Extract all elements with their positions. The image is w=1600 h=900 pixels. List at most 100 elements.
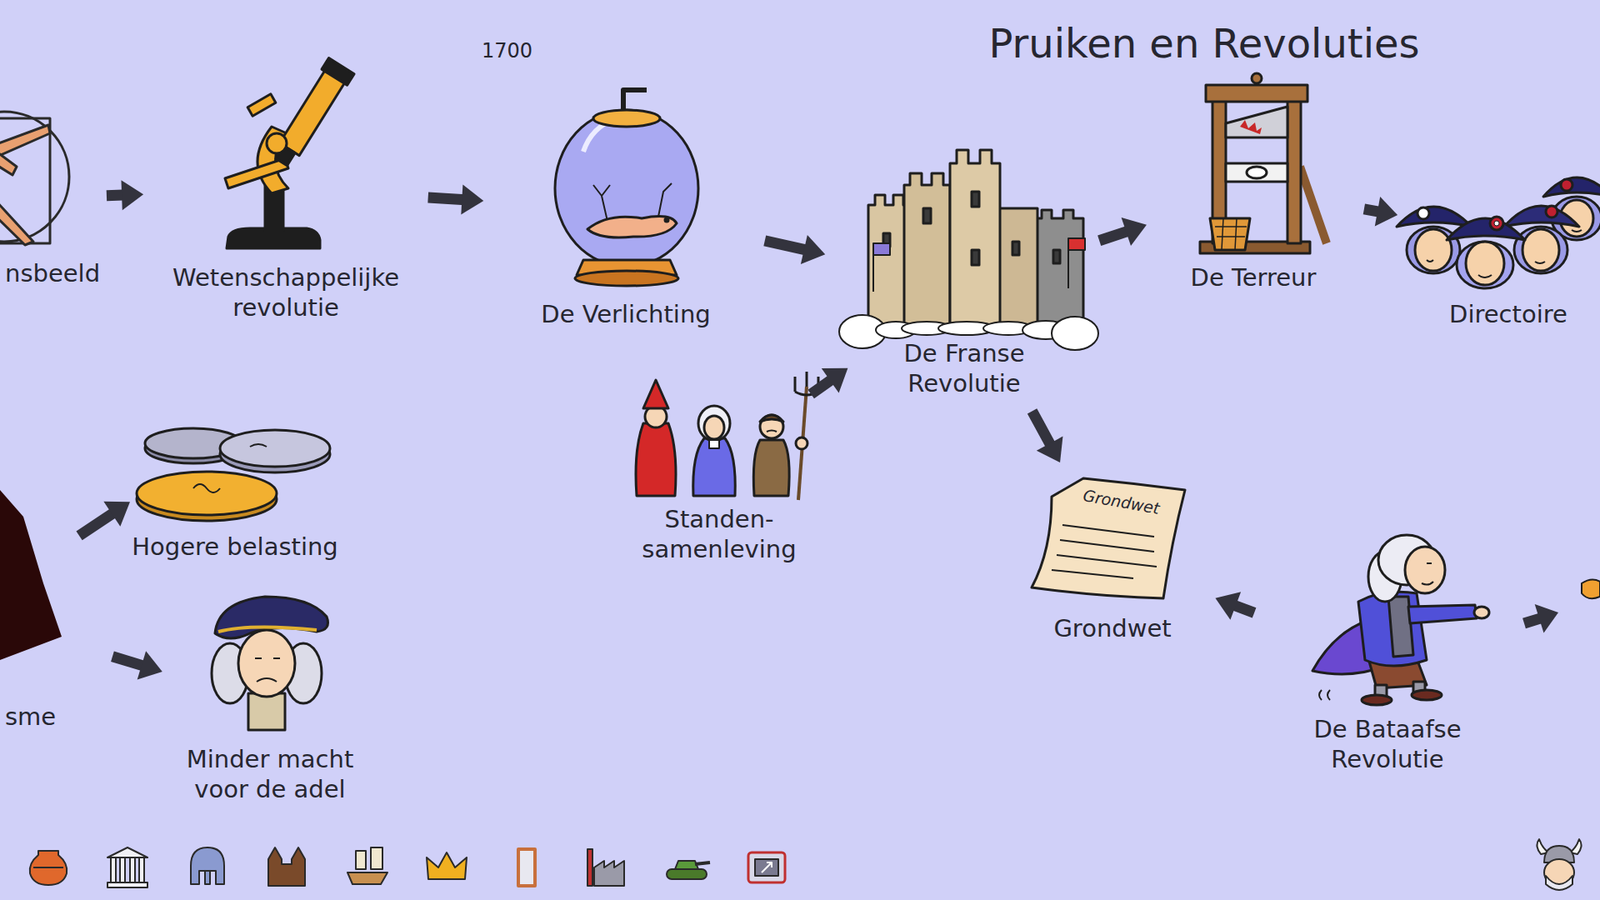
bastille-icon-part-part — [1051, 316, 1099, 350]
absolutism-shape-part — [0, 490, 62, 660]
bell-jar-icon-part — [665, 218, 669, 222]
guillotine-icon-part — [1251, 73, 1262, 84]
decorative-arrow — [1524, 604, 1559, 633]
topic-circle: De Franse Revolutie — [821, 143, 1107, 429]
arrow-head — [120, 180, 144, 210]
vitruvian-figure-part — [0, 125, 50, 159]
estates-figures-part — [698, 405, 730, 441]
bell-jar-icon — [555, 90, 699, 286]
estates-figures-part — [766, 430, 777, 433]
guillotine-icon-part — [1287, 98, 1301, 244]
running-man-icon-part — [1408, 605, 1477, 624]
coins-icon-part — [220, 430, 330, 467]
circle-fill — [143, 46, 429, 332]
nobleman-icon-part — [218, 626, 317, 632]
microscope-icon-part — [266, 133, 287, 154]
arrow-shaft — [765, 240, 811, 251]
nobleman-icon-part — [248, 693, 285, 730]
temple-icon-part — [130, 857, 135, 883]
topic-circle: De Verlichting — [483, 66, 769, 352]
node-label: De Franse Revolutie — [864, 338, 1065, 400]
temple-icon-part — [107, 847, 148, 858]
estates-figures-part — [795, 437, 808, 450]
guillotine-icon-part — [1246, 166, 1267, 179]
arrow-head — [460, 184, 484, 215]
helmet-icon — [190, 847, 225, 885]
topic-circle: nsbeeld — [0, 102, 107, 296]
arrow-head — [1215, 591, 1241, 620]
topic-circle: Minder macht voor de adel — [157, 591, 383, 817]
running-man-icon-part — [1361, 695, 1392, 705]
topic-circle: GrondwetGrondwet — [1002, 449, 1223, 670]
connector-arrow — [79, 501, 130, 536]
circle-fill — [0, 505, 118, 740]
topic-circle: Hogere belasting — [125, 359, 345, 580]
factory-icon — [587, 849, 625, 886]
directoire-heads-part — [1456, 241, 1514, 289]
connector-arrow — [1215, 591, 1255, 620]
node-label-slot: Hogere belasting — [110, 531, 360, 562]
node-label: sme — [5, 701, 56, 732]
node-label: nsbeeld — [5, 258, 100, 289]
node-label-slot: Standen- samenleving — [627, 504, 811, 565]
bell-jar-icon-part — [575, 270, 679, 286]
vitruvian-figure — [0, 111, 70, 245]
nobleman-icon-part — [238, 630, 295, 697]
running-man-icon-part — [1474, 606, 1490, 619]
connector-arrow — [765, 235, 825, 265]
constitution-scroll — [1031, 478, 1185, 599]
ship-icon — [347, 847, 388, 885]
bastille-icon-part — [904, 173, 950, 330]
circle-fill — [125, 359, 345, 580]
running-man-icon-part — [1358, 591, 1427, 666]
connector-arrow — [810, 368, 848, 395]
tank-icon-part — [666, 869, 707, 880]
ship-icon-part — [370, 847, 383, 870]
television-icon — [748, 852, 785, 883]
node-label-slot: De Bataafse Revolutie — [1287, 714, 1488, 775]
estates-figures-part — [760, 415, 784, 422]
connector-arrow — [428, 184, 485, 215]
directoire-heads-part — [1426, 230, 1582, 278]
bastille-icon-part — [995, 208, 1038, 330]
running-man-icon-part — [1405, 546, 1445, 594]
crown-icon-part — [426, 852, 467, 880]
directoire-heads-part — [1417, 207, 1430, 220]
directoire-heads-part — [1560, 179, 1573, 191]
year-label-slot: 1700 — [481, 38, 582, 64]
bell-jar-icon-part — [593, 110, 660, 127]
topic-circle: sme — [0, 505, 118, 740]
node-label: Grondwet — [1053, 613, 1171, 644]
node-label: Standen- samenleving — [627, 504, 811, 565]
era-divider — [452, 3, 457, 834]
television-icon-part — [755, 859, 779, 876]
bastille-icon-part — [1012, 241, 1020, 255]
constitution-scroll-part — [1051, 525, 1157, 579]
node-label-slot: Directoire — [1404, 299, 1600, 330]
directoire-heads-part — [1465, 241, 1505, 285]
topic-circle: De Bataafse Revolutie — [1245, 520, 1530, 806]
temple-icon-part — [107, 882, 148, 888]
year-label: 1700 — [481, 38, 533, 64]
directoire-heads-part — [1396, 206, 1472, 227]
guillotine-icon-part — [1210, 218, 1250, 250]
tank-icon-part — [675, 860, 699, 870]
node-label-slot: De Verlichting — [492, 299, 760, 330]
circle-fill — [1002, 449, 1223, 670]
arrow-head — [1375, 196, 1398, 226]
microscope-icon-part — [225, 158, 289, 189]
node-label: De Verlichting — [540, 299, 710, 330]
running-man-icon-part — [1319, 690, 1330, 700]
node-label-slot: De Terreur — [1145, 262, 1362, 293]
diagram-title-slot: Pruiken en Revoluties — [954, 18, 1455, 69]
node-label-slot: Grondwet — [1004, 613, 1221, 644]
estates-figures-part — [760, 415, 784, 439]
bastille-icon-part — [923, 208, 931, 224]
temple-icon-part — [139, 857, 145, 883]
node-label-slot: Grondwet — [1062, 492, 1180, 513]
constitution-scroll-part — [1031, 478, 1185, 599]
arrow-head — [821, 368, 849, 394]
temple-icon-part — [120, 857, 125, 883]
directoire-heads-part — [1494, 220, 1500, 226]
temple-icon-part — [110, 857, 116, 883]
